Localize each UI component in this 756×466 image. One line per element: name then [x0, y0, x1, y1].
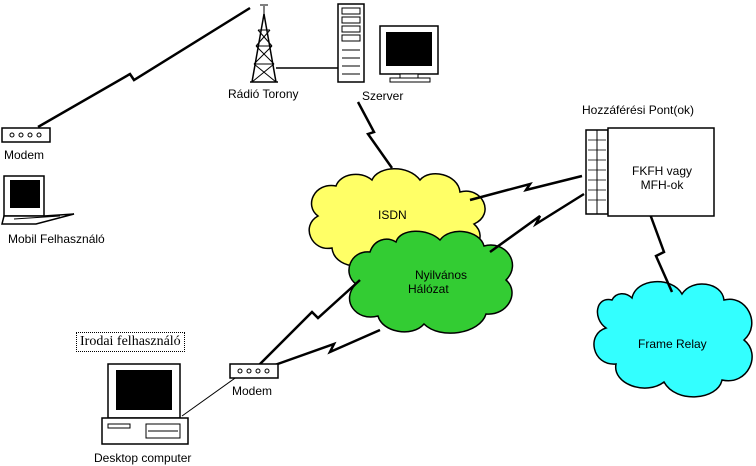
- public-network-cloud: [348, 230, 514, 334]
- office-modem-icon: [229, 363, 279, 379]
- fkfh-label-line1: FKFH vagy: [631, 164, 692, 178]
- access-point-device-icon: [585, 129, 609, 215]
- desktop-computer-icon: [101, 363, 189, 445]
- office-user-label: Irodai felhasználó: [76, 332, 185, 352]
- isdn-access-link: [469, 174, 583, 202]
- mobile-modem-label: Modem: [4, 148, 45, 162]
- access-framerelay-link: [648, 213, 674, 293]
- server-label: Szerver: [362, 89, 404, 103]
- office-modem-public-link-1: [255, 279, 361, 369]
- public-network-label-line2: Hálózat: [408, 282, 449, 296]
- radio-tower-icon: [250, 4, 278, 83]
- mobile-tower-link: [37, 6, 251, 129]
- access-point-label: Hozzáférési Pont(ok): [582, 103, 695, 117]
- server-monitor-icon: [379, 25, 439, 83]
- mobile-modem-icon: [1, 127, 51, 143]
- isdn-label: ISDN: [378, 208, 407, 222]
- public-access-link: [489, 192, 585, 254]
- radio-tower-label: Rádió Torony: [228, 87, 299, 101]
- fkfh-box: [607, 127, 715, 217]
- desktop-modem-link: [181, 375, 239, 417]
- server-isdn-link: [356, 101, 394, 169]
- fkfh-label-line2: MFH-ok: [640, 178, 684, 192]
- public-network-label-line1: Nyilvános: [415, 268, 468, 282]
- server-icon: [337, 3, 365, 83]
- frame-relay-label: Frame Relay: [638, 337, 707, 351]
- desktop-computer-label: Desktop computer: [94, 451, 192, 465]
- mobile-user-label: Mobil Felhasználó: [8, 232, 105, 246]
- frame-relay-cloud: [593, 280, 753, 398]
- office-modem-label: Modem: [232, 384, 273, 398]
- laptop-icon: [1, 175, 75, 225]
- office-modem-public-link-2: [271, 328, 381, 368]
